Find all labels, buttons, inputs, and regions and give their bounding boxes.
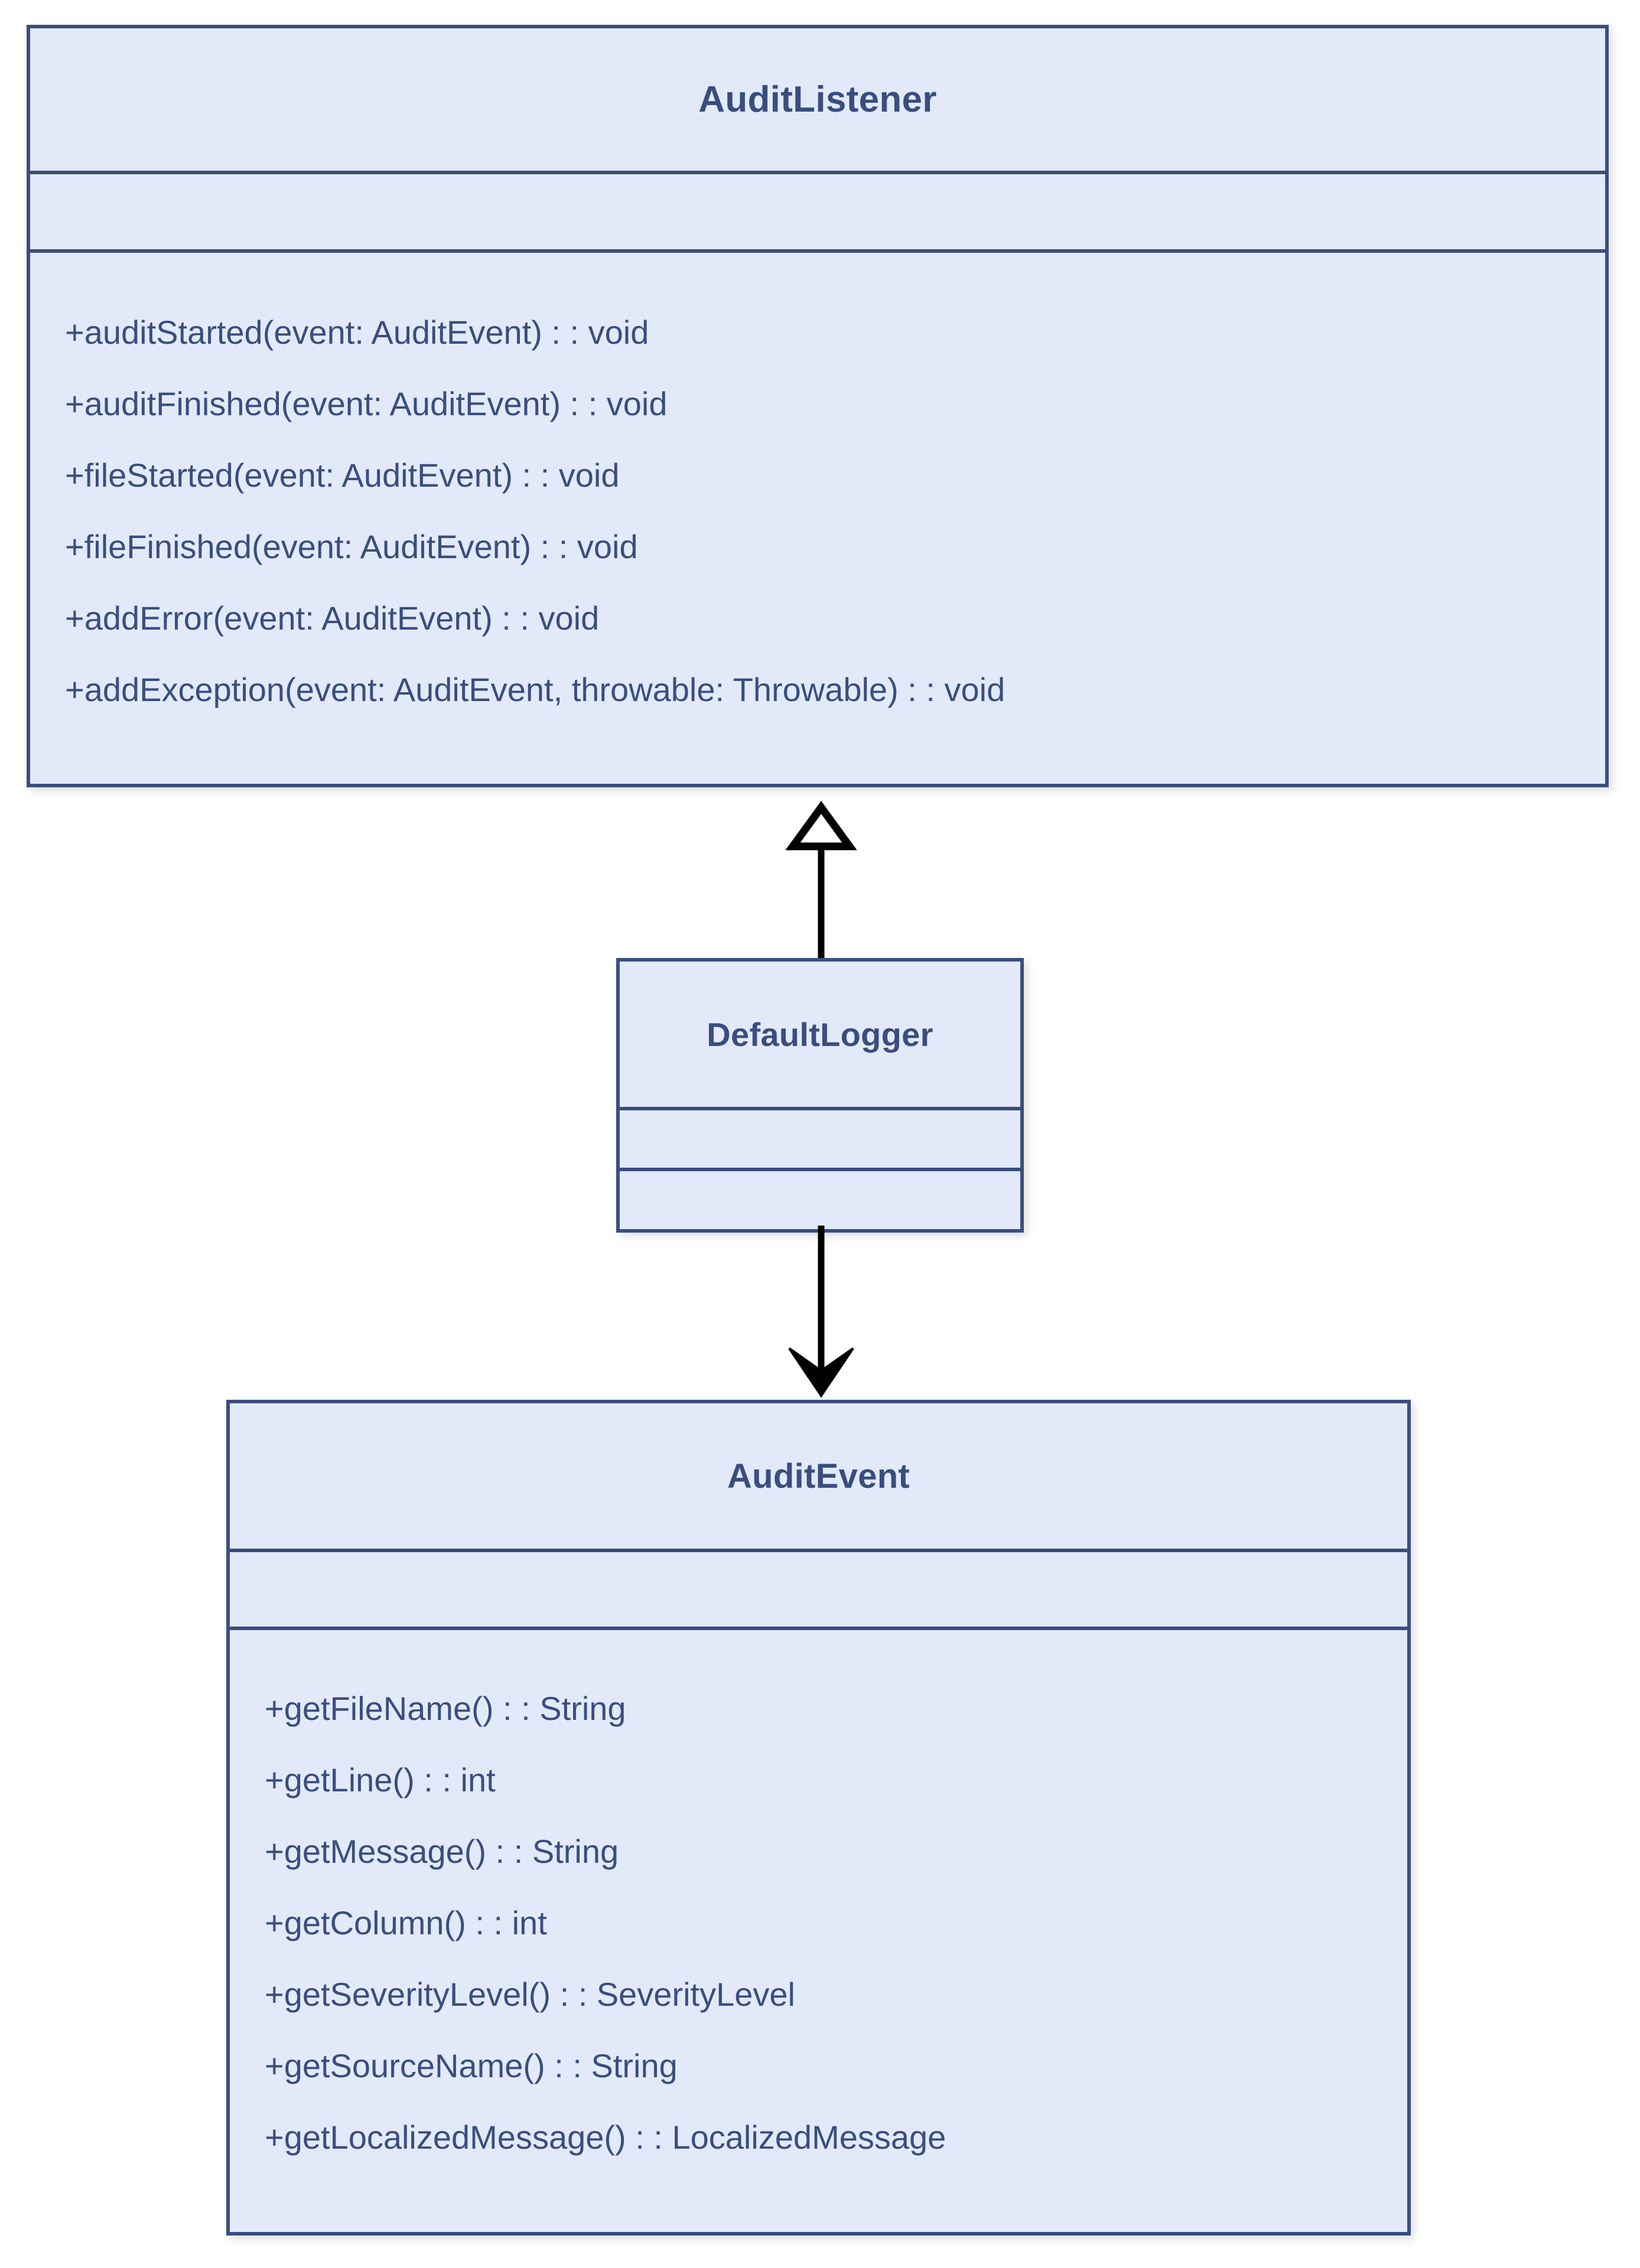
class-title-audit-event: AuditEvent (727, 1456, 910, 1495)
uml-class-audit-event[interactable]: AuditEvent +getFileName() : : String +ge… (226, 1400, 1411, 2236)
class-title-audit-listener: AuditListener (698, 79, 937, 120)
class-attributes-compartment (620, 1110, 1020, 1171)
method-row: +addError(event: AuditEvent) : : void (65, 599, 600, 637)
method-row: +getColumn() : : int (265, 1904, 547, 1941)
method-row: +auditFinished(event: AuditEvent) : : vo… (65, 385, 668, 422)
method-row: +auditStarted(event: AuditEvent) : : voi… (65, 314, 649, 351)
uml-class-default-logger[interactable]: DefaultLogger (616, 958, 1024, 1233)
method-row: +fileFinished(event: AuditEvent) : : voi… (65, 528, 638, 565)
method-row: +getSeverityLevel() : : SeverityLevel (265, 1976, 795, 2013)
class-methods-compartment: +auditStarted(event: AuditEvent) : : voi… (30, 253, 1605, 780)
class-name-compartment: AuditEvent (230, 1403, 1407, 1552)
method-row: +getLocalizedMessage() : : LocalizedMess… (265, 2119, 946, 2156)
method-row: +fileStarted(event: AuditEvent) : : void (65, 457, 620, 494)
class-name-compartment: DefaultLogger (620, 962, 1020, 1110)
class-name-compartment: AuditListener (30, 28, 1605, 174)
generalization-arrow-default-logger-to-audit-listener (785, 800, 857, 972)
method-row: +getFileName() : : String (265, 1690, 626, 1727)
method-row: +getLine() : : int (265, 1761, 496, 1798)
method-row: +getSourceName() : : String (265, 2047, 678, 2084)
class-title-default-logger: DefaultLogger (707, 1015, 933, 1053)
class-attributes-compartment (230, 1552, 1407, 1630)
class-methods-compartment: +getFileName() : : String +getLine() : :… (230, 1630, 1407, 2228)
uml-class-audit-listener[interactable]: AuditListener +auditStarted(event: Audit… (27, 25, 1609, 787)
association-arrow-default-logger-to-audit-event (788, 1226, 854, 1398)
method-row: +getMessage() : : String (265, 1833, 619, 1870)
method-row: +addException(event: AuditEvent, throwab… (65, 671, 1006, 708)
class-methods-compartment (620, 1171, 1020, 1229)
class-attributes-compartment (30, 174, 1605, 253)
